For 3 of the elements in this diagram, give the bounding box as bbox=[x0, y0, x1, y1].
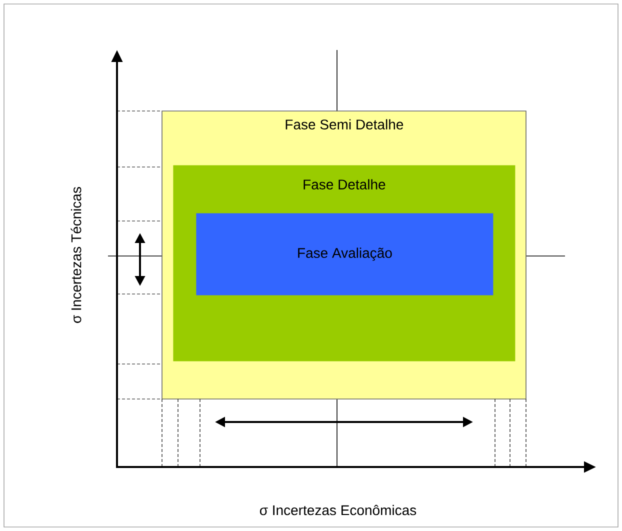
phase-box: Fase Avaliação bbox=[196, 213, 494, 296]
axis-label: σ Incertezas Econômicas bbox=[260, 504, 416, 516]
axis-label: σ Incertezas Técnicas bbox=[70, 187, 82, 323]
